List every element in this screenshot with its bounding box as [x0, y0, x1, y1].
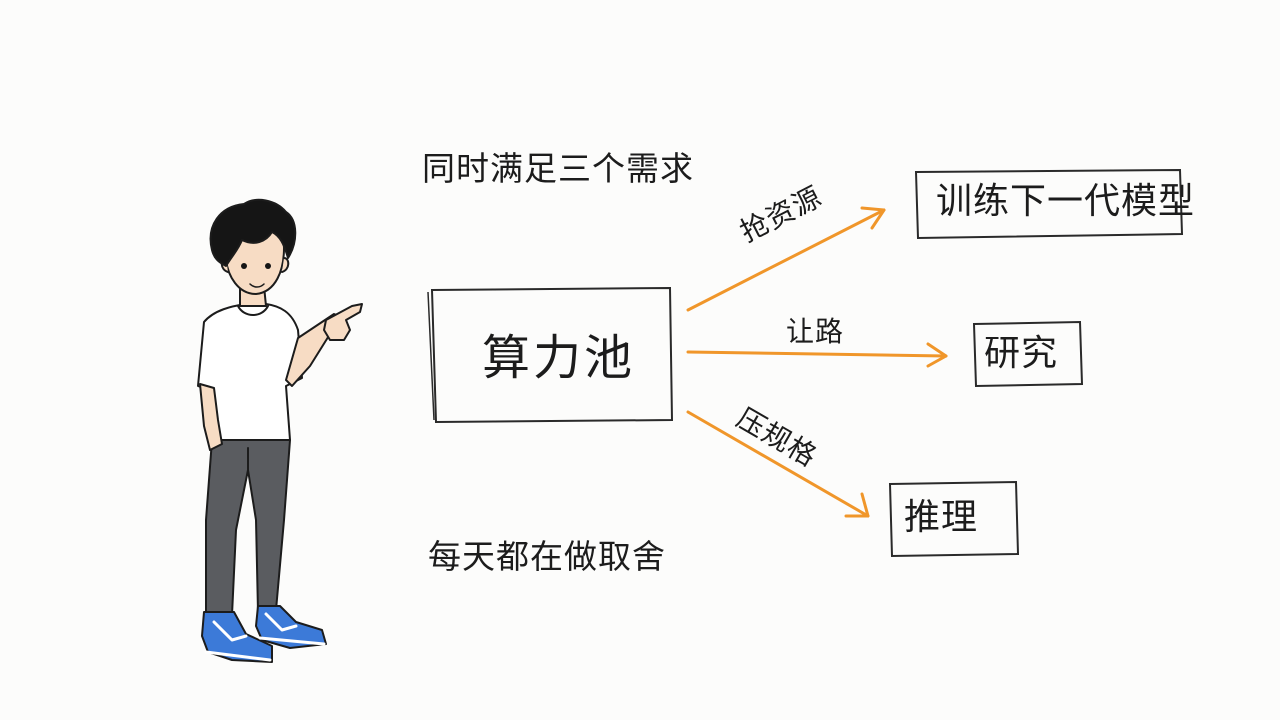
arrow-to-inference	[686, 410, 870, 518]
top-caption: 同时满足三个需求	[422, 149, 694, 188]
center-node-label: 算力池	[482, 330, 636, 386]
target-box-inference	[888, 480, 1020, 558]
edge-label-research: 让路	[786, 315, 845, 348]
target-label-research: 研究	[984, 333, 1059, 374]
arrow-to-research	[686, 342, 948, 368]
target-label-inference: 推理	[904, 497, 979, 538]
arrow-to-training	[686, 206, 886, 312]
target-box-training	[914, 168, 1184, 240]
target-box-research	[972, 320, 1084, 388]
bottom-caption: 每天都在做取舍	[428, 537, 666, 576]
presenter-icon	[197, 198, 363, 663]
target-label-training: 训练下一代模型	[936, 181, 1196, 222]
center-node-box	[427, 286, 674, 424]
